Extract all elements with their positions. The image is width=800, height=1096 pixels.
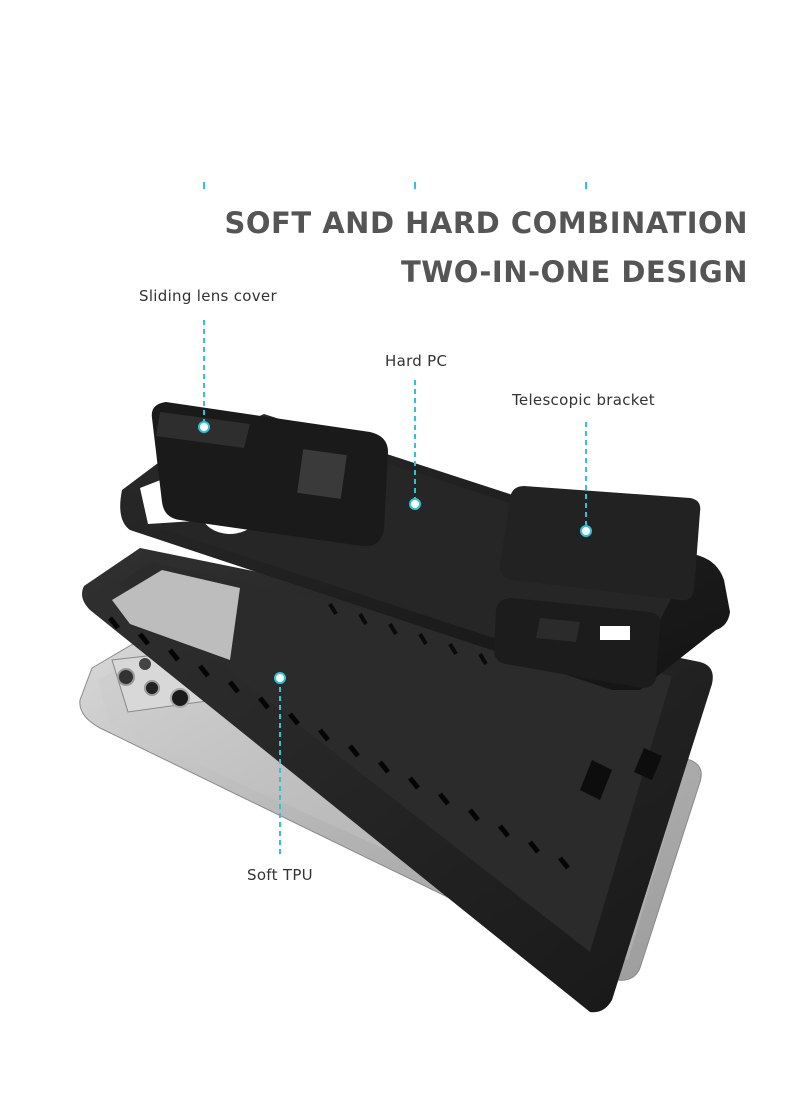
bracket-dot [580, 525, 592, 537]
hard-pc-shell [120, 402, 730, 690]
callout-dots [198, 421, 592, 684]
soft-tpu-dot [274, 672, 286, 684]
headline-line-1: SOFT AND HARD COMBINATION [224, 206, 748, 240]
telescopic-bracket [494, 486, 701, 688]
top-tick-marks [203, 182, 587, 189]
hard-pc-dot [409, 498, 421, 510]
lens-cover-dot [198, 421, 210, 433]
headline-line-2: TWO-IN-ONE DESIGN [400, 255, 748, 289]
callout-leaders [203, 320, 587, 856]
label-soft-tpu: Soft TPU [247, 866, 313, 884]
label-sliding-lens-cover: Sliding lens cover [139, 287, 277, 305]
sliding-lens-cover [151, 402, 388, 547]
label-telescopic-bracket: Telescopic bracket [512, 391, 655, 409]
pc-edge-ridges [328, 602, 488, 666]
label-hard-pc: Hard PC [385, 352, 448, 370]
tpu-bumper-ribs [108, 616, 570, 870]
